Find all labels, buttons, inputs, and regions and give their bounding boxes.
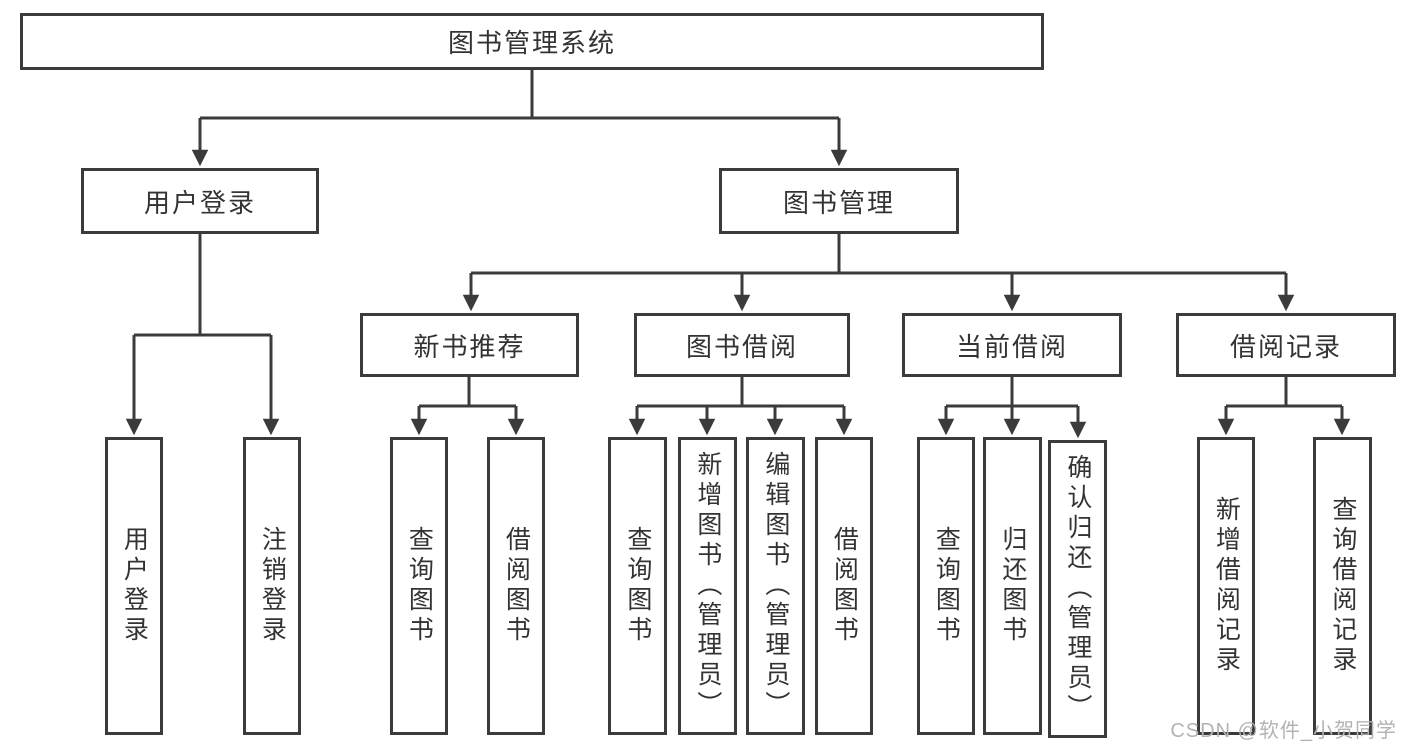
node-root-label: 图书管理系统 xyxy=(447,28,616,58)
leaf-edit-book-admin: 编辑图书（管理员） xyxy=(746,437,805,735)
leaf-confirm-return-admin-label: 确认归还（管理员） xyxy=(1063,454,1092,724)
node-new-book-recommend-label: 新书推荐 xyxy=(413,331,526,362)
leaf-query-books-recommend-label: 查询图书 xyxy=(405,526,434,646)
node-book-borrowing: 图书借阅 xyxy=(634,313,850,377)
leaf-query-books-current-label: 查询图书 xyxy=(932,526,961,646)
node-borrowing-records: 借阅记录 xyxy=(1176,313,1396,377)
leaf-add-borrow-record: 新增借阅记录 xyxy=(1197,437,1255,735)
node-book-management: 图书管理 xyxy=(719,168,959,234)
leaf-borrow-books-recommend-label: 借阅图书 xyxy=(502,526,531,646)
node-user-login: 用户登录 xyxy=(81,168,319,234)
leaf-add-borrow-record-label: 新增借阅记录 xyxy=(1212,496,1241,676)
leaf-return-books: 归还图书 xyxy=(983,437,1042,735)
leaf-return-books-label: 归还图书 xyxy=(998,526,1027,646)
leaf-query-books-borrow: 查询图书 xyxy=(608,437,667,735)
node-user-login-label: 用户登录 xyxy=(143,187,256,218)
csdn-watermark: CSDN @软件_小贺同学 xyxy=(1170,720,1397,742)
leaf-borrow-books: 借阅图书 xyxy=(815,437,873,735)
node-new-book-recommend: 新书推荐 xyxy=(360,313,579,377)
leaf-query-borrow-record: 查询借阅记录 xyxy=(1313,437,1372,735)
leaf-logout-label: 注销登录 xyxy=(258,526,287,646)
leaf-user-login-label: 用户登录 xyxy=(120,526,149,646)
leaf-query-books-borrow-label: 查询图书 xyxy=(623,526,652,646)
leaf-query-borrow-record-label: 查询借阅记录 xyxy=(1328,496,1357,676)
leaf-borrow-books-label: 借阅图书 xyxy=(830,526,859,646)
leaf-query-books-recommend: 查询图书 xyxy=(390,437,448,735)
leaf-add-book-admin: 新增图书（管理员） xyxy=(678,437,737,735)
node-root-system: 图书管理系统 xyxy=(20,13,1044,70)
leaf-borrow-books-recommend: 借阅图书 xyxy=(487,437,545,735)
leaf-confirm-return-admin: 确认归还（管理员） xyxy=(1048,440,1107,738)
leaf-add-book-admin-label: 新增图书（管理员） xyxy=(693,451,722,721)
node-book-management-label: 图书管理 xyxy=(782,187,895,218)
node-borrowing-records-label: 借阅记录 xyxy=(1229,331,1342,362)
node-current-borrowing-label: 当前借阅 xyxy=(955,331,1068,362)
leaf-edit-book-admin-label: 编辑图书（管理员） xyxy=(761,451,790,721)
leaf-logout: 注销登录 xyxy=(243,437,301,735)
leaf-query-books-current: 查询图书 xyxy=(917,437,975,735)
node-book-borrowing-label: 图书借阅 xyxy=(685,331,798,362)
leaf-user-login: 用户登录 xyxy=(105,437,163,735)
node-current-borrowing: 当前借阅 xyxy=(902,313,1122,377)
connector-trunks xyxy=(134,69,1342,408)
